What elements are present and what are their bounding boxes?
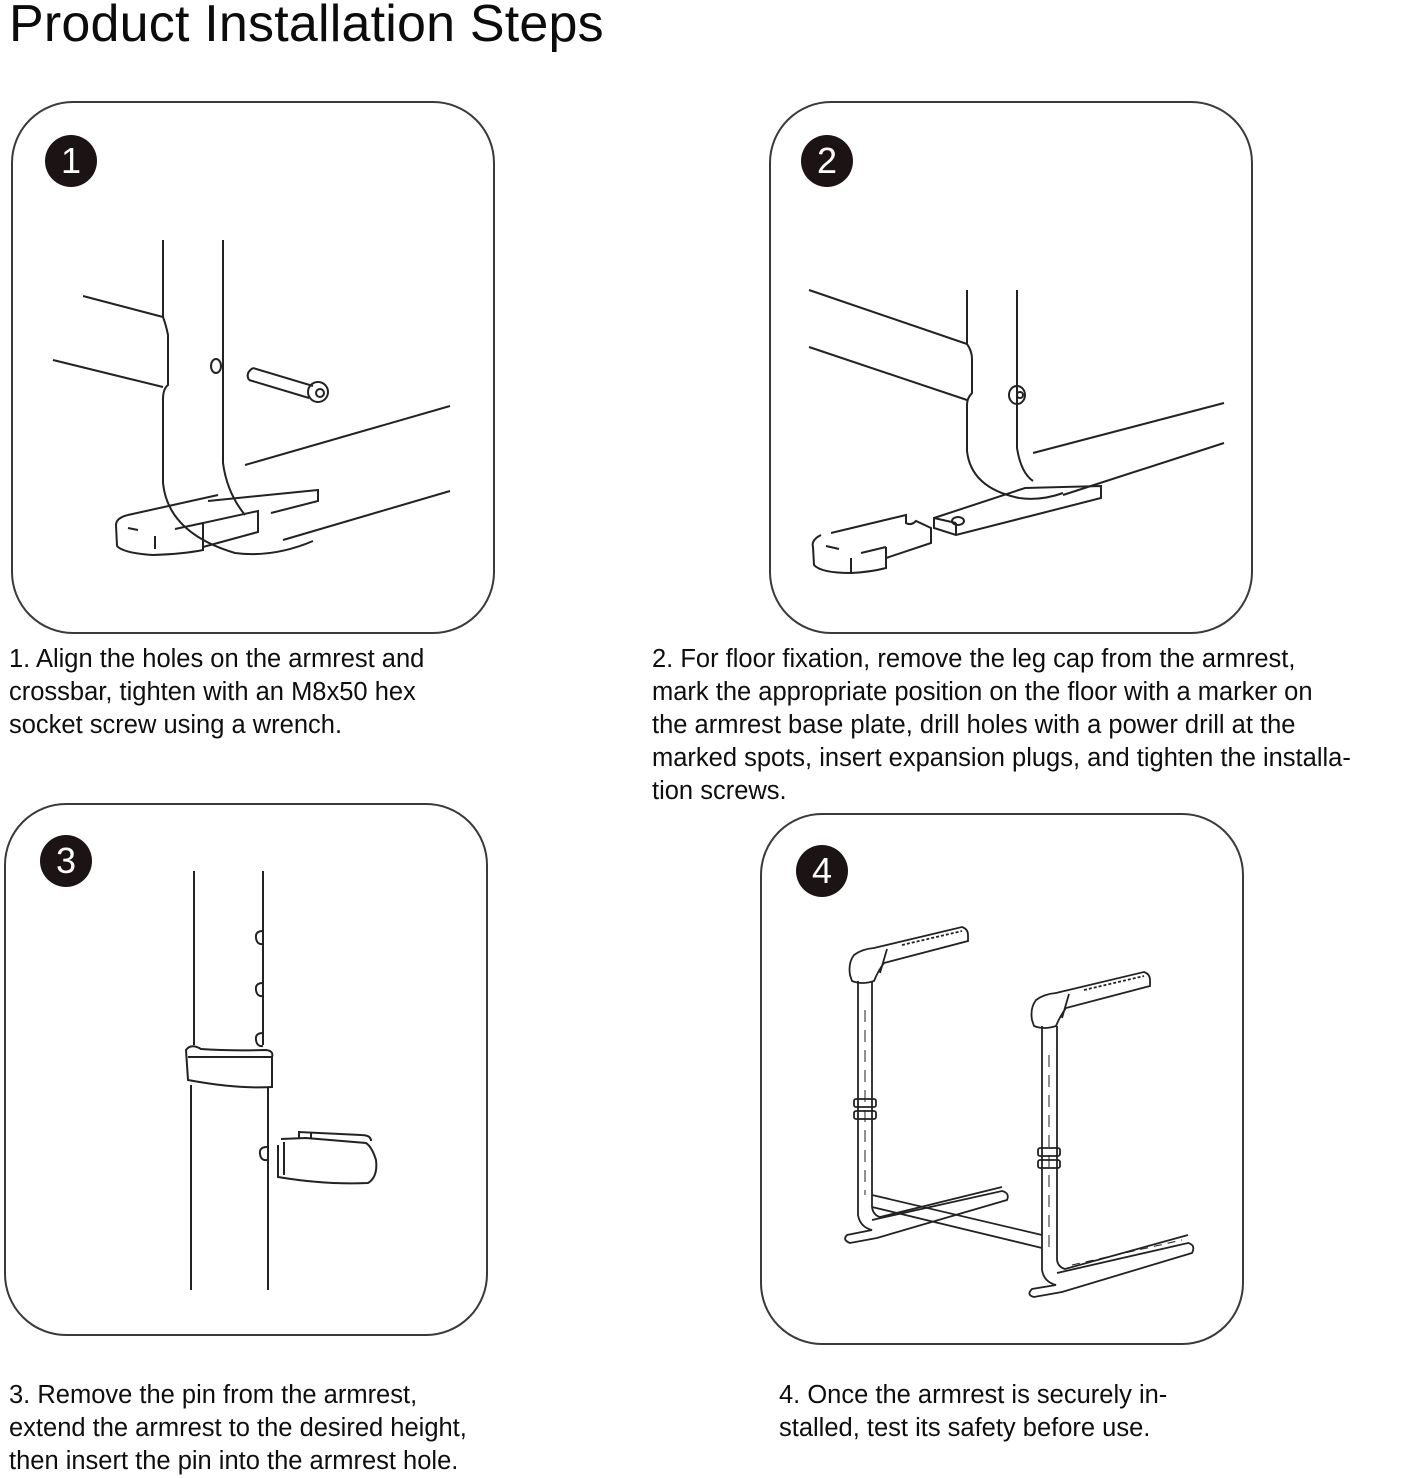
caption-line: socket screw using a wrench. (9, 711, 343, 739)
leg-cap-base-plate-icon (771, 103, 1255, 636)
step-2-number-badge: 2 (801, 135, 853, 187)
caption-line: marked spots, insert expansion plugs, an… (652, 744, 1351, 772)
caption-line: 3. Remove the pin from the armrest, (9, 1381, 418, 1409)
caption-line: tion screws. (652, 777, 787, 805)
step-3-caption: 3. Remove the pin from the armrest, exte… (9, 1379, 467, 1478)
step-1-caption: 1. Align the holes on the armrest and cr… (9, 643, 424, 742)
caption-line: mark the appropriate position on the flo… (652, 678, 1313, 706)
caption-line: 4. Once the armrest is securely in- (779, 1381, 1168, 1409)
step-1-panel: 1 (11, 101, 495, 634)
caption-line: 2. For floor fixation, remove the leg ca… (652, 645, 1296, 673)
caption-line: the armrest base plate, drill holes with… (652, 711, 1296, 739)
caption-line: extend the armrest to the desired height… (9, 1414, 467, 1442)
caption-line: then insert the pin into the armrest hol… (9, 1447, 459, 1475)
caption-line: crossbar, tighten with an M8x50 hex (9, 678, 416, 706)
step-3-number-badge: 3 (40, 835, 92, 887)
armrest-crossbar-screw-icon (13, 103, 497, 636)
step-4-number-badge: 4 (796, 845, 848, 897)
assembled-armrest-frame-icon (762, 815, 1246, 1347)
step-1-number-badge: 1 (45, 135, 97, 187)
step-2-caption: 2. For floor fixation, remove the leg ca… (652, 643, 1351, 808)
page-title: Product Installation Steps (9, 0, 604, 53)
caption-line: stalled, test its safety before use. (779, 1414, 1151, 1442)
step-2-panel: 2 (769, 101, 1253, 634)
step-4-panel: 4 (760, 813, 1244, 1345)
height-adjust-pin-icon (6, 805, 490, 1338)
caption-line: 1. Align the holes on the armrest and (9, 645, 425, 673)
step-3-panel: 3 (4, 803, 488, 1336)
step-4-caption: 4. Once the armrest is securely in- stal… (779, 1379, 1167, 1445)
